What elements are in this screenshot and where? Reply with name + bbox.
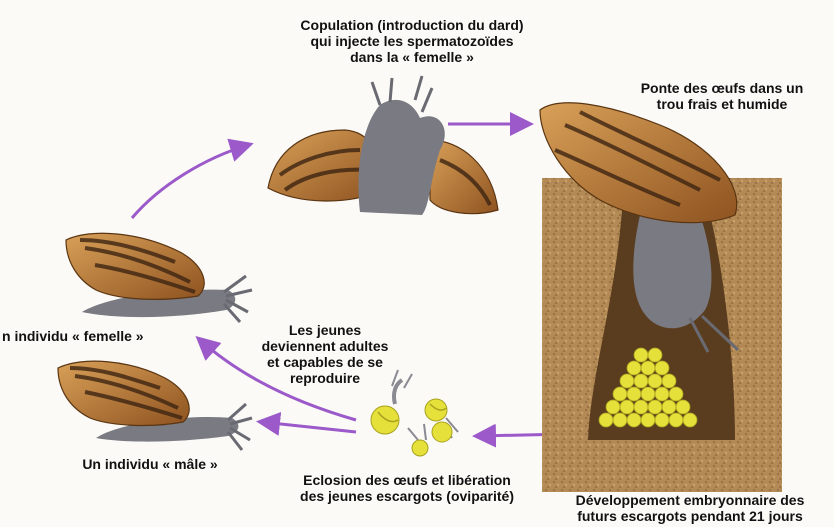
male-snail-icon (58, 361, 252, 450)
label-femelle: n individu « femelle » (2, 328, 202, 344)
label-jeunes: Les jeunes deviennent adultes et capable… (245, 322, 405, 386)
label-male: Un individu « mâle » (50, 456, 250, 472)
arrow-eclosion-to-male (262, 422, 356, 432)
label-developpement: Développement embryonnaire des futurs es… (548, 492, 832, 524)
label-copulation: Copulation (introduction du dard) qui in… (262, 17, 562, 65)
arrow-femelle-to-copulation (132, 145, 248, 218)
label-ponte: Ponte des œufs dans un trou frais et hum… (615, 80, 829, 112)
female-snail-icon (66, 233, 252, 322)
label-eclosion: Eclosion des œufs et libération des jeun… (262, 472, 552, 504)
copulating-snails-icon (268, 76, 498, 215)
